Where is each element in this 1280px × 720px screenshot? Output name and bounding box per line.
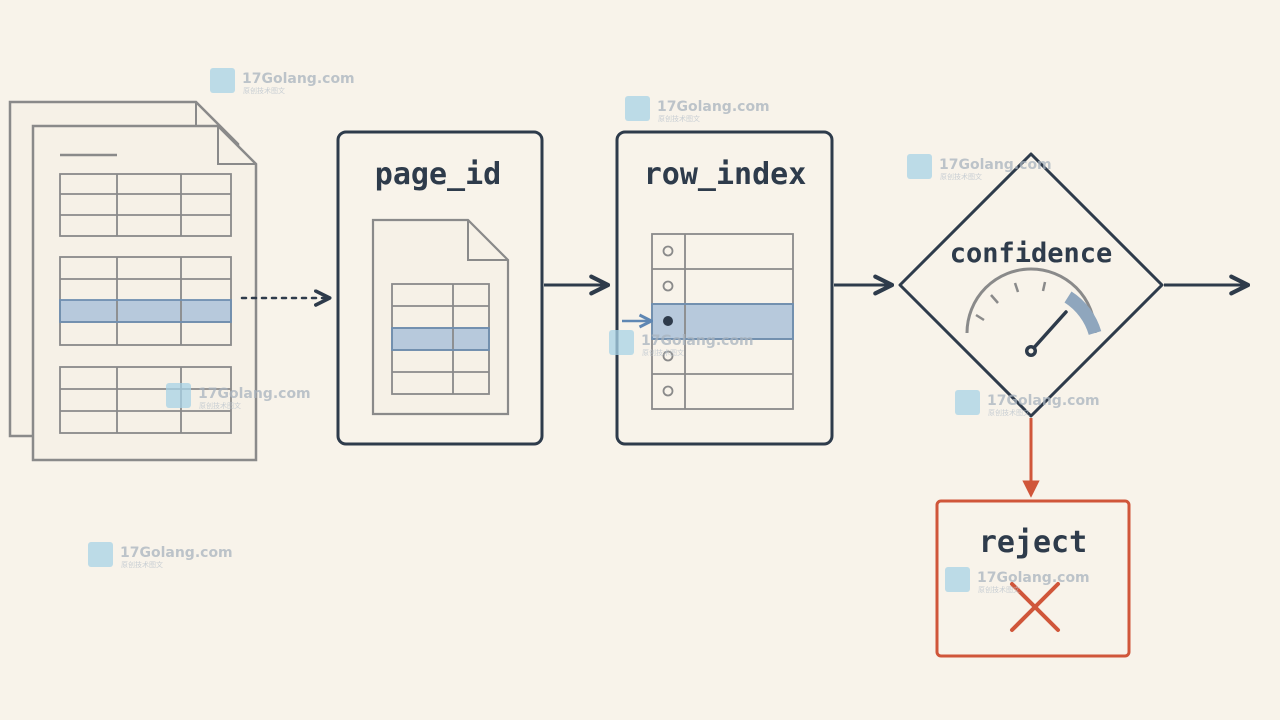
- row-index-node: row_index: [615, 130, 834, 446]
- watermark-tagline: 原创技术图文: [658, 114, 700, 123]
- gauge-icon: [965, 267, 1102, 357]
- reject-label: reject: [979, 525, 1087, 560]
- document-stack-icon: [8, 100, 258, 462]
- page-id-node: page_id: [336, 130, 544, 446]
- watermark-logo-icon: [955, 390, 980, 415]
- page-id-label: page_id: [375, 157, 501, 192]
- watermark-brand: 17Golang.com: [198, 386, 311, 402]
- watermark-logo-icon: [945, 567, 970, 592]
- watermark-logo-icon: [907, 154, 932, 179]
- watermark-brand: 17Golang.com: [657, 99, 770, 115]
- watermark-logo-icon: [88, 542, 113, 567]
- confidence-label: confidence: [950, 238, 1113, 269]
- x-mark-icon: [1010, 582, 1060, 632]
- watermark-layer: 17Golang.com原创技术图文17Golang.com原创技术图文17Go…: [88, 68, 1100, 594]
- watermark-brand: 17Golang.com: [987, 393, 1100, 409]
- watermark-tagline: 原创技术图文: [243, 86, 285, 95]
- watermark-tagline: 原创技术图文: [642, 348, 684, 357]
- watermark-tagline: 原创技术图文: [121, 560, 163, 569]
- watermark-brand: 17Golang.com: [242, 71, 355, 87]
- watermark-logo-icon: [166, 383, 191, 408]
- watermark-tagline: 原创技术图文: [978, 585, 1020, 594]
- watermark-logo-icon: [625, 96, 650, 121]
- watermark-tagline: 原创技术图文: [940, 172, 982, 181]
- watermark-logo-icon: [609, 330, 634, 355]
- watermark-brand: 17Golang.com: [977, 570, 1090, 586]
- watermark-brand: 17Golang.com: [939, 157, 1052, 173]
- watermark-tagline: 原创技术图文: [199, 401, 241, 410]
- watermark-brand: 17Golang.com: [641, 333, 754, 349]
- row-index-label: row_index: [644, 157, 807, 192]
- row-list-icon: [651, 233, 794, 410]
- reject-node: reject: [935, 499, 1131, 658]
- watermark-tagline: 原创技术图文: [988, 408, 1030, 417]
- watermark-brand: 17Golang.com: [120, 545, 233, 561]
- page-table-icon: [371, 218, 510, 416]
- watermark-logo-icon: [210, 68, 235, 93]
- confidence-node: confidence: [898, 152, 1164, 418]
